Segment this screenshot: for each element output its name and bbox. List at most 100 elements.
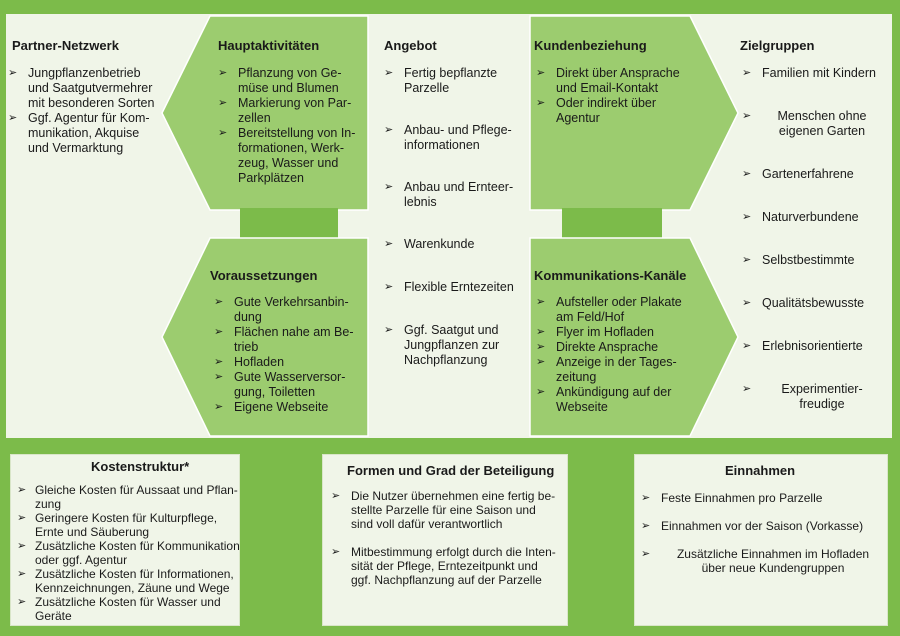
zielgruppen-title: Zielgruppen <box>740 38 815 53</box>
arrow-bullet-icon: ➢ <box>536 97 546 109</box>
list-item: ➢Markierung von Par- zellen <box>218 96 352 125</box>
voraussetzungen-list: ➢Gute Verkehrsanbin- dung ➢Flächen nahe … <box>212 295 367 415</box>
list-item: ➢Selbstbestimmte <box>742 253 855 267</box>
arrow-bullet-icon: ➢ <box>384 324 394 336</box>
arrow-bullet-icon: ➢ <box>536 341 546 353</box>
list-item: ➢Qualitätsbewusste <box>742 296 865 310</box>
beteiligung-title: Formen und Grad der Beteiligung <box>347 463 555 478</box>
arrow-bullet-icon: ➢ <box>536 386 546 398</box>
arrow-bullet-icon: ➢ <box>641 492 651 504</box>
list-item: ➢Experimentier- freudige <box>742 382 863 411</box>
right-connector <box>562 208 662 240</box>
kostenstruktur-list: ➢Gleiche Kosten für Aussaat und Pflan- z… <box>15 483 241 623</box>
arrow-bullet-icon: ➢ <box>331 546 341 558</box>
list-item: ➢Eigene Webseite <box>214 400 329 414</box>
arrow-bullet-icon: ➢ <box>331 490 341 502</box>
list-item: ➢Ankündigung auf der Webseite <box>536 385 672 414</box>
einnahmen-title: Einnahmen <box>725 463 796 478</box>
angebot-list: ➢Fertig bepflanzte Parzelle ➢Anbau- und … <box>382 66 527 368</box>
arrow-bullet-icon: ➢ <box>742 110 752 122</box>
list-item: ➢Zusätzliche Kosten für Informationen, K… <box>17 567 234 595</box>
angebot-title: Angebot <box>384 38 437 53</box>
list-item: ➢Fertig bepflanzte Parzelle <box>384 66 498 95</box>
list-item: ➢Pflanzung von Ge- müse und Blumen <box>218 66 342 95</box>
kundenbeziehung-list: ➢Direkt über Ansprache und Email-Kontakt… <box>534 66 694 126</box>
arrow-bullet-icon: ➢ <box>214 371 224 383</box>
arrow-bullet-icon: ➢ <box>536 67 546 79</box>
partner-list: ➢Jungpflanzenbetrieb und Saatgutvermehre… <box>6 66 166 156</box>
zielgruppen-list: ➢Familien mit Kindern ➢Menschen ohne eig… <box>740 66 890 412</box>
list-item: ➢Mitbestimmung erfolgt durch die Inten- … <box>331 545 556 587</box>
list-item: ➢Ggf. Saatgut und Jungpflanzen zur Nachp… <box>384 323 500 367</box>
list-item: ➢Flächen nahe am Be- trieb <box>214 325 354 354</box>
list-item: ➢Zusätzliche Einnahmen im Hofladen über … <box>641 547 870 575</box>
list-item: ➢Anzeige in der Tages- zeitung <box>536 355 677 384</box>
arrow-bullet-icon: ➢ <box>218 97 228 109</box>
list-item: ➢Feste Einnahmen pro Parzelle <box>641 491 823 505</box>
list-item: ➢Jungpflanzenbetrieb und Saatgutvermehre… <box>8 66 155 110</box>
list-item: ➢Erlebnisorientierte <box>742 339 863 353</box>
left-connector <box>240 208 338 240</box>
beteiligung-box: Formen und Grad der Beteiligung ➢Die Nut… <box>322 454 568 626</box>
arrow-bullet-icon: ➢ <box>536 356 546 368</box>
arrow-bullet-icon: ➢ <box>742 254 752 266</box>
arrow-bullet-icon: ➢ <box>384 281 394 293</box>
kommunikation-shape <box>529 237 739 437</box>
list-item: ➢Ggf. Agentur für Kom- munikation, Akqui… <box>8 111 150 155</box>
arrow-bullet-icon: ➢ <box>218 127 228 139</box>
arrow-bullet-icon: ➢ <box>8 67 18 79</box>
einnahmen-box: Einnahmen ➢Feste Einnahmen pro Parzelle … <box>634 454 888 626</box>
arrow-bullet-icon: ➢ <box>536 296 546 308</box>
arrow-bullet-icon: ➢ <box>742 383 752 395</box>
top-panel <box>6 14 892 438</box>
list-item: ➢Direkte Ansprache <box>536 340 659 354</box>
list-item: ➢Flexible Erntezeiten <box>384 280 514 294</box>
list-item: ➢Gleiche Kosten für Aussaat und Pflan- z… <box>17 483 238 511</box>
arrow-bullet-icon: ➢ <box>8 112 18 124</box>
arrow-bullet-icon: ➢ <box>536 326 546 338</box>
arrow-bullet-icon: ➢ <box>384 181 394 193</box>
list-item: ➢Gartenerfahrene <box>742 167 854 181</box>
list-item: ➢Direkt über Ansprache und Email-Kontakt <box>536 66 680 95</box>
arrow-bullet-icon: ➢ <box>17 512 27 524</box>
kostenstruktur-title: Kostenstruktur* <box>91 459 190 474</box>
list-item: ➢Anbau- und Pflege- informationen <box>384 123 512 152</box>
list-item: ➢Einnahmen vor der Saison (Vorkasse) <box>641 519 864 533</box>
kundenbeziehung-shape <box>529 15 739 211</box>
arrow-bullet-icon: ➢ <box>214 296 224 308</box>
arrow-bullet-icon: ➢ <box>384 238 394 250</box>
list-item: ➢Menschen ohne eigenen Garten <box>742 109 867 138</box>
hauptaktivitaeten-title: Hauptaktivitäten <box>218 38 320 53</box>
arrow-bullet-icon: ➢ <box>384 67 394 79</box>
list-item: ➢Naturverbundene <box>742 210 859 224</box>
arrow-bullet-icon: ➢ <box>17 568 27 580</box>
list-item: ➢Gute Wasserversor- gung, Toiletten <box>214 370 346 399</box>
list-item: ➢Aufsteller oder Plakate am Feld/Hof <box>536 295 682 324</box>
list-item: ➢Familien mit Kindern <box>742 66 876 80</box>
list-item: ➢Warenkunde <box>384 237 475 251</box>
arrow-bullet-icon: ➢ <box>742 211 752 223</box>
voraussetzungen-title: Voraussetzungen <box>210 268 318 283</box>
arrow-bullet-icon: ➢ <box>742 67 752 79</box>
list-item: ➢Anbau und Ernteer- lebnis <box>384 180 514 209</box>
arrow-bullet-icon: ➢ <box>742 168 752 180</box>
arrow-bullet-icon: ➢ <box>214 356 224 368</box>
arrow-bullet-icon: ➢ <box>17 484 27 496</box>
arrow-bullet-icon: ➢ <box>17 540 27 552</box>
list-item: ➢Bereitstellung von In- formationen, Wer… <box>218 126 356 185</box>
partner-title: Partner-Netzwerk <box>12 38 119 53</box>
arrow-bullet-icon: ➢ <box>218 67 228 79</box>
list-item: ➢Zusätzliche Kosten für Kommunikation od… <box>17 539 240 567</box>
list-item: ➢Zusätzliche Kosten für Wasser und Gerät… <box>17 595 221 623</box>
einnahmen-list: ➢Feste Einnahmen pro Parzelle ➢Einnahmen… <box>639 491 885 575</box>
voraussetzungen-shape <box>161 237 369 437</box>
arrow-bullet-icon: ➢ <box>641 520 651 532</box>
kostenstruktur-box: Kostenstruktur* ➢Gleiche Kosten für Auss… <box>10 454 240 626</box>
kundenbeziehung-title: Kundenbeziehung <box>534 38 647 53</box>
arrow-bullet-icon: ➢ <box>384 124 394 136</box>
kommunikation-list: ➢Aufsteller oder Plakate am Feld/Hof ➢Fl… <box>534 295 699 415</box>
arrow-bullet-icon: ➢ <box>214 326 224 338</box>
list-item: ➢Geringere Kosten für Kulturpflege, Ernt… <box>17 511 218 539</box>
arrow-bullet-icon: ➢ <box>641 548 651 560</box>
